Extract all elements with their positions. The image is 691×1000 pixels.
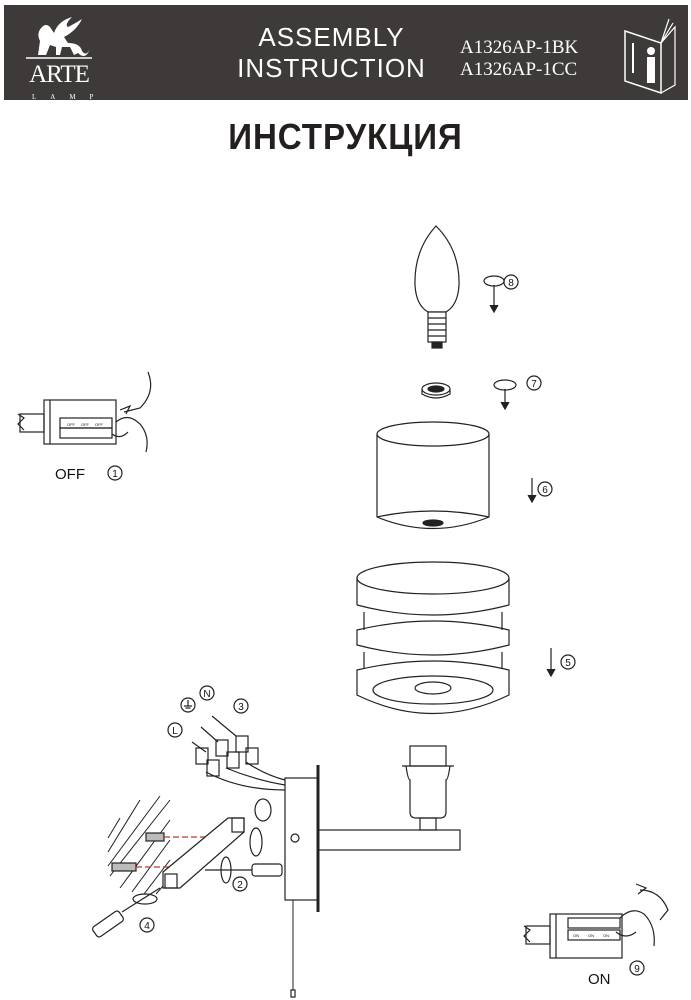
title-line-1: ASSEMBLY [258, 22, 405, 52]
off-label: OFF [55, 466, 85, 483]
screwdriver-icon [92, 887, 161, 938]
wall-hatch [107, 795, 171, 895]
info-manual-icon [624, 18, 676, 95]
switch-key-label: ON [573, 933, 579, 938]
switch-key-label: ON [588, 933, 594, 938]
mounting-bracket [162, 817, 245, 889]
switch-key-label: ON [603, 933, 609, 938]
step-9-number: 9 [634, 964, 640, 975]
rotate-arrow-icon [249, 798, 272, 857]
header-banner: ARTE LAMP ASSEMBLY INSTRUCTION A1326AP-1… [4, 5, 688, 101]
live-label: L [172, 726, 178, 737]
step-4-badge [139, 917, 155, 933]
screwdriver-icon [205, 856, 283, 884]
rotate-arrow-icon [483, 275, 505, 314]
neutral-terminal-badge [199, 685, 215, 701]
neutral-label: N [203, 689, 210, 700]
ground-icon [180, 697, 196, 713]
step-8-number: 8 [508, 278, 514, 289]
wall-anchor [111, 862, 137, 872]
breaker-switch-on [523, 883, 669, 959]
wall-arm [317, 829, 461, 851]
retaining-ring-icon [421, 382, 451, 399]
brand-name: ARTE [29, 61, 90, 88]
brand-subtitle: LAMP [32, 93, 108, 101]
lamp-holder [402, 745, 454, 831]
ribbed-shade [356, 561, 510, 714]
step-9-badge [629, 960, 645, 976]
switch-key-label: OFF [67, 422, 76, 427]
rotate-arrow-icon [493, 379, 517, 411]
screw-hole [290, 833, 300, 843]
candle-bulb-icon [414, 225, 460, 349]
on-label: ON [588, 971, 611, 988]
down-arrow-icon [546, 648, 556, 678]
step-2-badge [232, 876, 248, 892]
step-2-number: 2 [237, 880, 243, 891]
switch-key-label: OFF [81, 422, 90, 427]
title-line-2: INSTRUCTION [237, 53, 426, 83]
pull-cord-handle [290, 989, 296, 998]
breaker-switch-off [17, 371, 152, 453]
switch-key-label: OFF [95, 422, 104, 427]
wall-anchor [145, 832, 165, 842]
wall-plate [284, 777, 319, 901]
winged-lion-logo-icon [26, 17, 92, 59]
step-7-number: 7 [531, 379, 537, 390]
step-1-number: 1 [112, 469, 118, 480]
step-1-badge [107, 465, 123, 481]
page-title: ИНСТРУКЦИЯ [228, 116, 463, 157]
down-arrow-icon [527, 478, 537, 504]
step-4-number: 4 [144, 921, 150, 932]
step-5-number: 5 [565, 658, 571, 669]
step-7-badge [526, 375, 542, 391]
step-5-badge [560, 654, 576, 670]
terminal-block [191, 715, 286, 791]
step-8-badge [503, 274, 519, 290]
step-3-badge [233, 698, 249, 714]
step-3-number: 3 [238, 702, 244, 713]
live-terminal-badge [167, 722, 183, 738]
cylinder-shade [376, 421, 490, 530]
brand-logo: ARTE LAMP [24, 13, 94, 101]
header-title: ASSEMBLY INSTRUCTION [224, 22, 439, 84]
model-number: A1326AP-1BK [460, 37, 579, 58]
model-numbers: A1326AP-1BK A1326AP-1CC [460, 37, 578, 81]
model-number: A1326AP-1CC [460, 59, 578, 80]
step-6-badge [537, 481, 553, 497]
step-6-number: 6 [542, 485, 548, 496]
